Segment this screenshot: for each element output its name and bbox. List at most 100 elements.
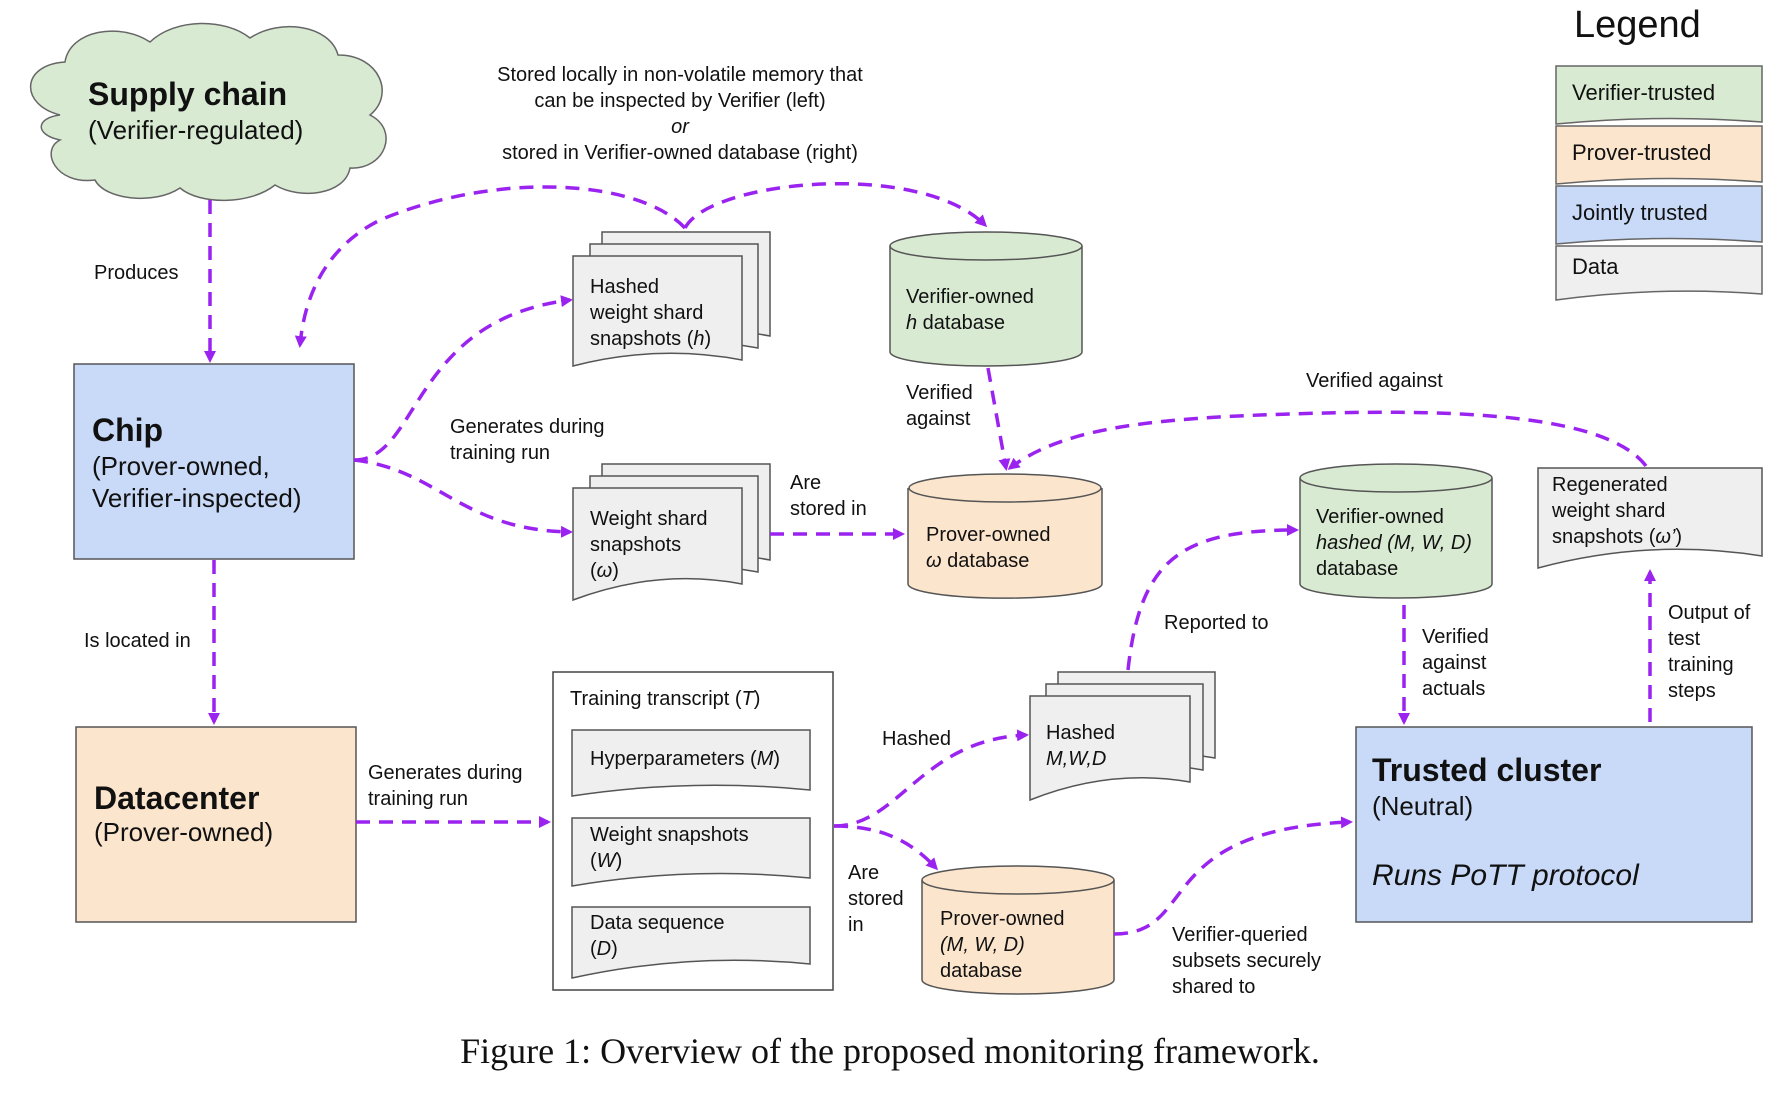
edge-stored-locally-l3: stored in Verifier-owned database (right… <box>502 142 858 164</box>
edge-verified-actuals-l2: against <box>1422 652 1487 674</box>
arrow-stored-locally-left <box>294 185 687 348</box>
data-label-l2: (D) <box>590 938 618 960</box>
chip-line2: Verifier-inspected) <box>92 483 302 513</box>
edge-reported-to: Reported to <box>1164 612 1269 634</box>
weights-label-l2: (W) <box>590 850 623 872</box>
edge-output-l1: Output of <box>1668 602 1751 624</box>
hashed-mwd-doc <box>1029 671 1216 802</box>
prover-w-db-cylinder <box>907 473 1103 599</box>
arrow-chip-to-weights <box>353 458 573 538</box>
hyper-doc <box>571 729 811 797</box>
hashed-snapshots-doc <box>572 231 771 367</box>
prover-w-db-l2: ω database <box>926 550 1030 572</box>
edge-queried-l3: shared to <box>1172 976 1256 998</box>
edge-are-stored-in-l2: stored <box>848 888 904 910</box>
chip-line1: (Prover-owned, <box>92 451 270 481</box>
regenerated-l1: Regenerated <box>1552 474 1668 496</box>
legend-swatch-prover <box>1555 125 1763 185</box>
edge-verified-against-top: Verified against <box>1306 370 1443 392</box>
verifier-hashed-db-l2: hashed (M, W, D) <box>1316 532 1472 554</box>
edge-generates-dc-l1: Generates during <box>368 762 523 784</box>
verifier-h-db-l2: h database <box>906 312 1005 334</box>
legend-item-verifier: Verifier-trusted <box>1572 80 1716 105</box>
hashed-snapshots-l1: Hashed <box>590 276 659 298</box>
trusted-cluster-protocol: Runs PoTT protocol <box>1372 859 1639 892</box>
edge-stored-locally-l2: can be inspected by Verifier (left) <box>534 90 826 112</box>
arrow-hdb-to-wdb <box>986 367 1011 471</box>
datacenter-subtitle: (Prover-owned) <box>94 817 274 847</box>
edge-is-located-in: Is located in <box>84 630 191 652</box>
regenerated-l2: weight shard <box>1552 500 1666 522</box>
trusted-cluster-box <box>1355 726 1753 923</box>
weight-snapshots-doc <box>572 463 771 602</box>
edge-verified-against-l1: Verified <box>906 382 973 404</box>
prover-mwd-db-cylinder <box>921 865 1115 995</box>
trusted-cluster-title: Trusted cluster <box>1372 752 1602 788</box>
arrow-chip-to-hashed <box>353 295 573 462</box>
arrow-stored-locally-right <box>683 182 988 229</box>
verifier-hashed-db-l3: database <box>1316 558 1399 580</box>
legend-item-prover: Prover-trusted <box>1572 140 1712 165</box>
edge-are-stored-l1: Are <box>790 472 822 494</box>
arrow-regenerated-to-wdb <box>1007 410 1648 470</box>
edge-output-l4: steps <box>1668 680 1716 702</box>
supply-chain-subtitle: (Verifier-regulated) <box>88 115 304 145</box>
data-label-l1: Data sequence <box>590 912 725 934</box>
legend-swatch-verifier <box>1555 65 1763 125</box>
edge-hashed: Hashed <box>882 728 951 750</box>
data-doc <box>571 906 811 979</box>
edge-are-stored-in-l3: in <box>848 914 864 936</box>
verifier-h-db-cylinder <box>889 231 1083 367</box>
edge-stored-locally-or: or <box>671 116 689 138</box>
verifier-hashed-db-l1: Verifier-owned <box>1316 506 1444 528</box>
hashed-mwd-l1: Hashed <box>1046 722 1115 744</box>
weights-doc <box>571 817 811 887</box>
edge-verified-actuals-l1: Verified <box>1422 626 1489 648</box>
legend-item-joint: Jointly trusted <box>1572 200 1708 225</box>
hashed-snapshots-l2: weight shard <box>590 302 704 324</box>
edge-generates-dc-l2: training run <box>368 788 469 810</box>
regenerated-doc <box>1537 467 1763 569</box>
supply-chain-cloud <box>29 22 387 202</box>
prover-mwd-db-l3: database <box>940 960 1023 982</box>
weight-snapshots-l3: (ω) <box>590 560 619 582</box>
arrow-transcript-to-hashed <box>833 729 1029 828</box>
edge-produces: Produces <box>94 262 179 284</box>
edge-output-l3: training <box>1668 654 1734 676</box>
prover-mwd-db-l2: (M, W, D) <box>940 934 1025 956</box>
weight-snapshots-l2: snapshots <box>590 534 682 556</box>
edge-queried-l1: Verifier-queried <box>1172 924 1308 946</box>
arrow-hashed-reported <box>1126 524 1299 671</box>
legend-item-data: Data <box>1572 254 1619 279</box>
weights-label-l1: Weight snapshots <box>590 824 749 846</box>
datacenter-box <box>75 726 357 923</box>
edge-output-l2: test <box>1668 628 1701 650</box>
edge-verified-against-l2: against <box>906 408 971 430</box>
edge-are-stored-l2: stored in <box>790 498 867 520</box>
regenerated-l3: snapshots (ω’) <box>1552 526 1683 548</box>
hyper-label: Hyperparameters (M) <box>590 748 781 770</box>
hashed-snapshots-l3: snapshots (h) <box>590 328 712 350</box>
edge-are-stored-in-l1: Are <box>848 862 880 884</box>
arrow-transcript-to-mwd-db <box>833 824 939 871</box>
legend-title: Legend <box>1574 4 1701 46</box>
edge-stored-locally-l1: Stored locally in non-volatile memory th… <box>497 64 863 86</box>
supply-chain-title: Supply chain <box>88 76 288 112</box>
prover-mwd-db-l1: Prover-owned <box>940 908 1065 930</box>
chip-box <box>73 363 355 560</box>
transcript-title: Training transcript (T) <box>570 688 761 710</box>
edge-generates-chip-l1: Generates during <box>450 416 605 438</box>
figure-caption: Figure 1: Overview of the proposed monit… <box>460 1031 1320 1071</box>
prover-w-db-l1: Prover-owned <box>926 524 1051 546</box>
hashed-mwd-l2: M,W,D <box>1046 748 1107 770</box>
trusted-cluster-subtitle: (Neutral) <box>1372 791 1474 821</box>
verifier-hashed-db-cylinder <box>1299 463 1493 599</box>
datacenter-title: Datacenter <box>94 780 260 816</box>
weight-snapshots-l1: Weight shard <box>590 508 708 530</box>
verifier-h-db-l1: Verifier-owned <box>906 286 1034 308</box>
chip-title: Chip <box>92 412 164 448</box>
arrow-mwd-db-to-cluster <box>1113 816 1353 936</box>
edge-queried-l2: subsets securely <box>1172 950 1321 972</box>
legend-swatch-joint <box>1555 185 1763 245</box>
